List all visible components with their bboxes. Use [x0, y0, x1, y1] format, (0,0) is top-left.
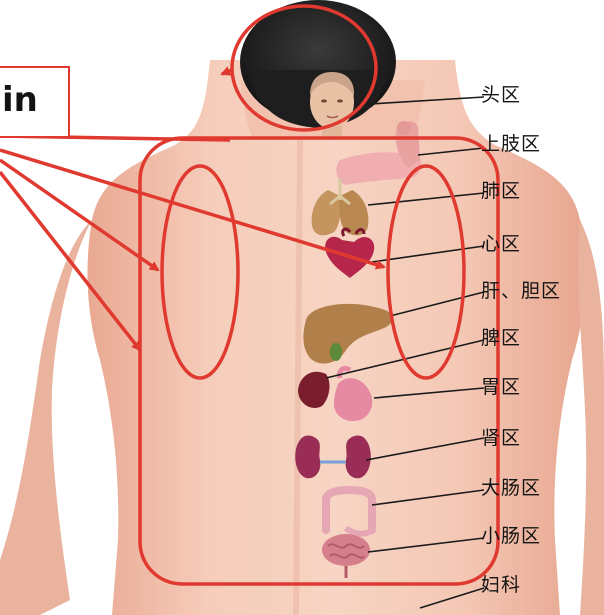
- callout-box: in: [0, 66, 70, 138]
- zone-label-small-intestine: 小肠区: [481, 525, 541, 547]
- zone-label-stomach: 胃区: [481, 376, 521, 398]
- right-arm: [578, 220, 604, 615]
- zone-label-head: 头区: [481, 84, 521, 106]
- zone-label-upper-limb: 上肢区: [481, 133, 541, 155]
- zone-label-heart: 心区: [481, 233, 521, 255]
- spine-shading: [296, 140, 300, 615]
- zone-label-liver-gallbladder: 肝、胆区: [481, 280, 561, 302]
- zone-label-spleen: 脾区: [481, 327, 521, 349]
- left-arm: [0, 220, 92, 615]
- callout-text: in: [2, 80, 38, 120]
- zone-label-lung: 肺区: [481, 180, 521, 202]
- zone-label-large-intestine: 大肠区: [481, 477, 541, 499]
- zone-label-gynecology: 妇科: [481, 574, 521, 596]
- zone-label-kidney: 肾区: [481, 427, 521, 449]
